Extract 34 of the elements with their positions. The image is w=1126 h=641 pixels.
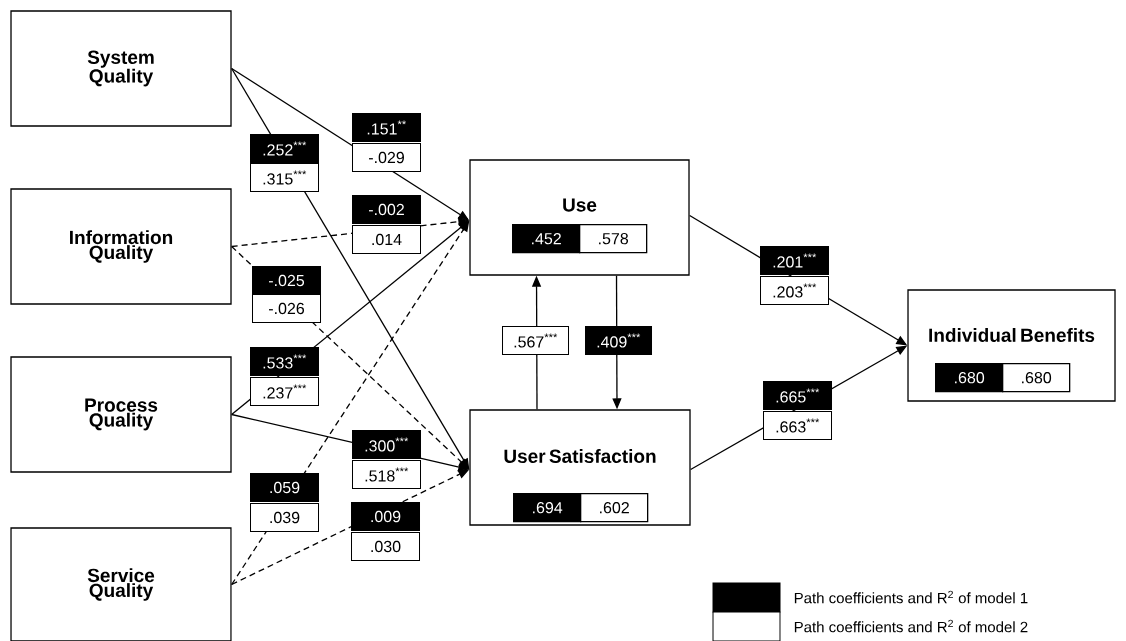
coefficient-label: .567$^{***}$ xyxy=(502,326,569,355)
r-squared-cell: .578 xyxy=(579,224,648,254)
legend-text: Path coefficients and R$^{2}$ of model 2 xyxy=(794,619,1028,633)
coefficient-label: -.025 xyxy=(252,266,321,295)
coefficient-label: .533$^{***}$ xyxy=(250,347,319,376)
coefficient-label: .030 xyxy=(351,532,420,561)
coefficient-label: .409$^{***}$ xyxy=(585,326,652,355)
coefficient-label: .203$^{***}$ xyxy=(760,276,829,305)
construct-box: System Quality xyxy=(10,10,232,127)
construct-box: Service Quality xyxy=(10,527,232,641)
coefficient-label: .315$^{***}$ xyxy=(250,163,319,192)
coefficient-label: .665$^{***}$ xyxy=(763,381,832,410)
coefficient-label: .009 xyxy=(351,502,420,531)
coefficient-label: -.029 xyxy=(352,143,421,172)
r-squared-cell: .694 xyxy=(513,493,582,523)
coefficient-label: .201$^{***}$ xyxy=(760,246,829,275)
coefficient-label: .663$^{***}$ xyxy=(763,411,832,440)
coefficient-label: .237$^{***}$ xyxy=(250,377,319,406)
coefficient-label: .518$^{***}$ xyxy=(352,460,421,489)
r-squared-cell: .602 xyxy=(580,493,649,523)
construct-box: Process Quality xyxy=(10,356,232,473)
coefficient-label: .039 xyxy=(250,503,319,532)
coefficient-label: .059 xyxy=(250,473,319,502)
coefficient-label: -.002 xyxy=(352,195,421,224)
coefficient-label: .151$^{**}$ xyxy=(352,113,421,142)
construct-box: Information Quality xyxy=(10,188,232,305)
r-squared-cell: .452 xyxy=(512,224,581,254)
r-squared-cell: .680 xyxy=(935,363,1004,393)
r-squared-cell: .680 xyxy=(1002,363,1071,393)
coefficient-label: .300$^{***}$ xyxy=(352,430,421,459)
coefficient-label: .014 xyxy=(352,225,421,254)
coefficient-label: .252$^{***}$ xyxy=(250,134,319,163)
legend-text: Path coefficients and R$^{2}$ of model 1 xyxy=(794,590,1028,604)
coefficient-label: -.026 xyxy=(252,294,321,323)
